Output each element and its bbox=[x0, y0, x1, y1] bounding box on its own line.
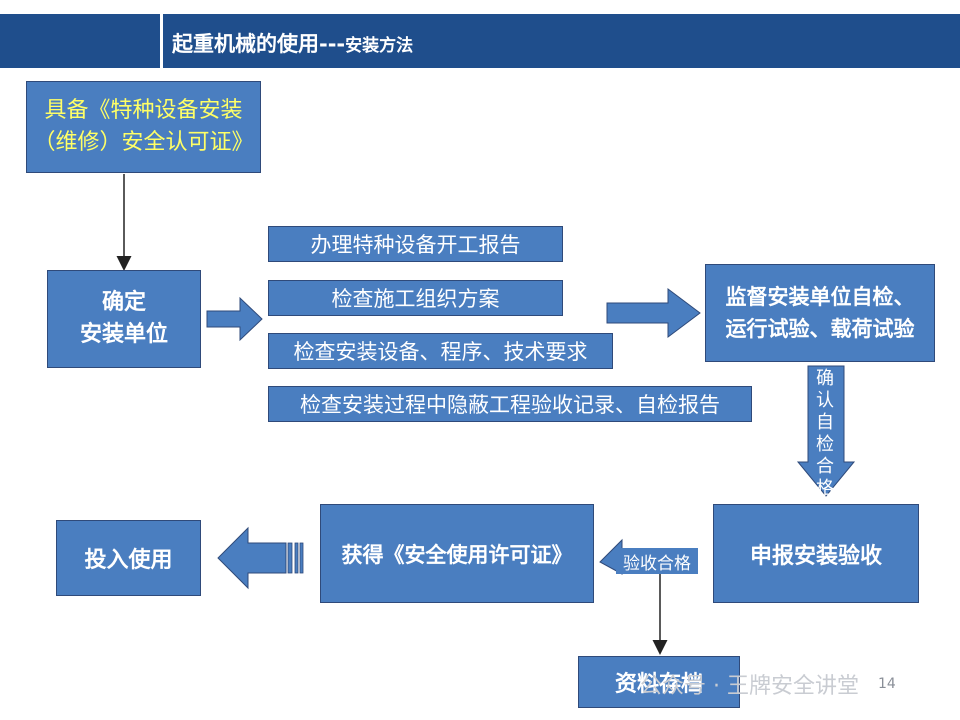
page-title: 起重机械的使用---安装方法 bbox=[172, 28, 413, 58]
page-number: 14 bbox=[878, 676, 896, 692]
supervise-line-1: 监督安装单位自检、 bbox=[725, 285, 915, 309]
title-sub: 安装方法 bbox=[345, 36, 414, 56]
supervise-box: 监督安装单位自检、 运行试验、载荷试验 bbox=[705, 264, 935, 362]
header-left-block bbox=[0, 14, 160, 68]
confirm-line-1: 确定 bbox=[101, 290, 146, 315]
confirm-unit-box: 确定 安装单位 bbox=[47, 270, 201, 368]
block-arrow-to-steps bbox=[206, 296, 263, 342]
block-arrow-to-use bbox=[217, 526, 287, 590]
stripe-2 bbox=[299, 542, 304, 574]
stripe-3 bbox=[287, 542, 293, 574]
stripe-1 bbox=[294, 542, 299, 574]
apply-acceptance-box: 申报安装验收 bbox=[713, 504, 919, 603]
supervise-line-2: 运行试验、载荷试验 bbox=[725, 317, 915, 341]
archive-box: 资料存档 bbox=[578, 656, 740, 708]
step-construction-plan: 检查施工组织方案 bbox=[268, 280, 563, 316]
accept-pass-tag: 验收合格 bbox=[616, 548, 698, 574]
obtain-license-box: 获得《安全使用许可证》 bbox=[320, 504, 594, 603]
license-box: 具备《特种设备安装 （维修）安全认可证》 bbox=[26, 81, 261, 173]
step-hidden-work-check: 检查安装过程中隐蔽工程验收记录、自检报告 bbox=[268, 386, 752, 422]
license-line-2: （维修）安全认可证》 bbox=[33, 130, 254, 155]
header-divider bbox=[160, 14, 163, 68]
block-arrow-to-supervise bbox=[606, 288, 701, 338]
put-into-use-box: 投入使用 bbox=[56, 520, 201, 596]
watermark-text: 公众号 · 王牌安全讲堂 bbox=[640, 674, 859, 699]
header-bar: 起重机械的使用---安装方法 bbox=[0, 14, 960, 68]
block-arrow-down bbox=[796, 365, 856, 497]
license-line-1: 具备《特种设备安装 bbox=[44, 98, 243, 123]
step-work-report: 办理特种设备开工报告 bbox=[268, 226, 563, 262]
confirm-pass-label: 确认自检合格 bbox=[816, 368, 834, 499]
title-main: 起重机械的使用--- bbox=[172, 32, 346, 56]
step-equipment-check: 检查安装设备、程序、技术要求 bbox=[268, 333, 613, 369]
confirm-line-2: 安装单位 bbox=[79, 322, 168, 347]
